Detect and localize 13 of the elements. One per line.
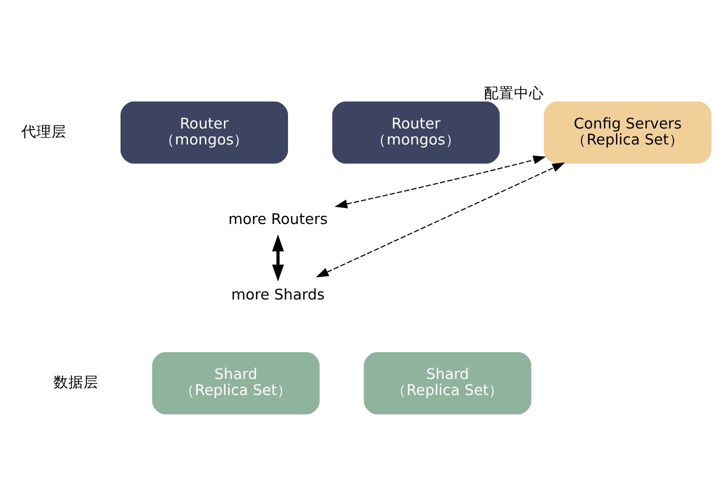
node-label: 配置中心 xyxy=(484,85,544,102)
node-box: Config Servers （Replica Set） xyxy=(544,101,712,164)
arrow xyxy=(334,156,546,208)
node-text: more Routers xyxy=(228,210,328,228)
label: 数据层 xyxy=(53,374,98,392)
label: 代理层 xyxy=(22,123,67,140)
node-text: more Shards xyxy=(231,286,325,304)
node-box: Router （mongos） xyxy=(332,101,500,164)
arrow xyxy=(272,234,284,282)
node-box: Shard （Replica Set） xyxy=(364,352,532,414)
arrow xyxy=(316,162,566,278)
node-box: Router （mongos） xyxy=(120,101,288,164)
node-box: Shard （Replica Set） xyxy=(152,352,320,414)
